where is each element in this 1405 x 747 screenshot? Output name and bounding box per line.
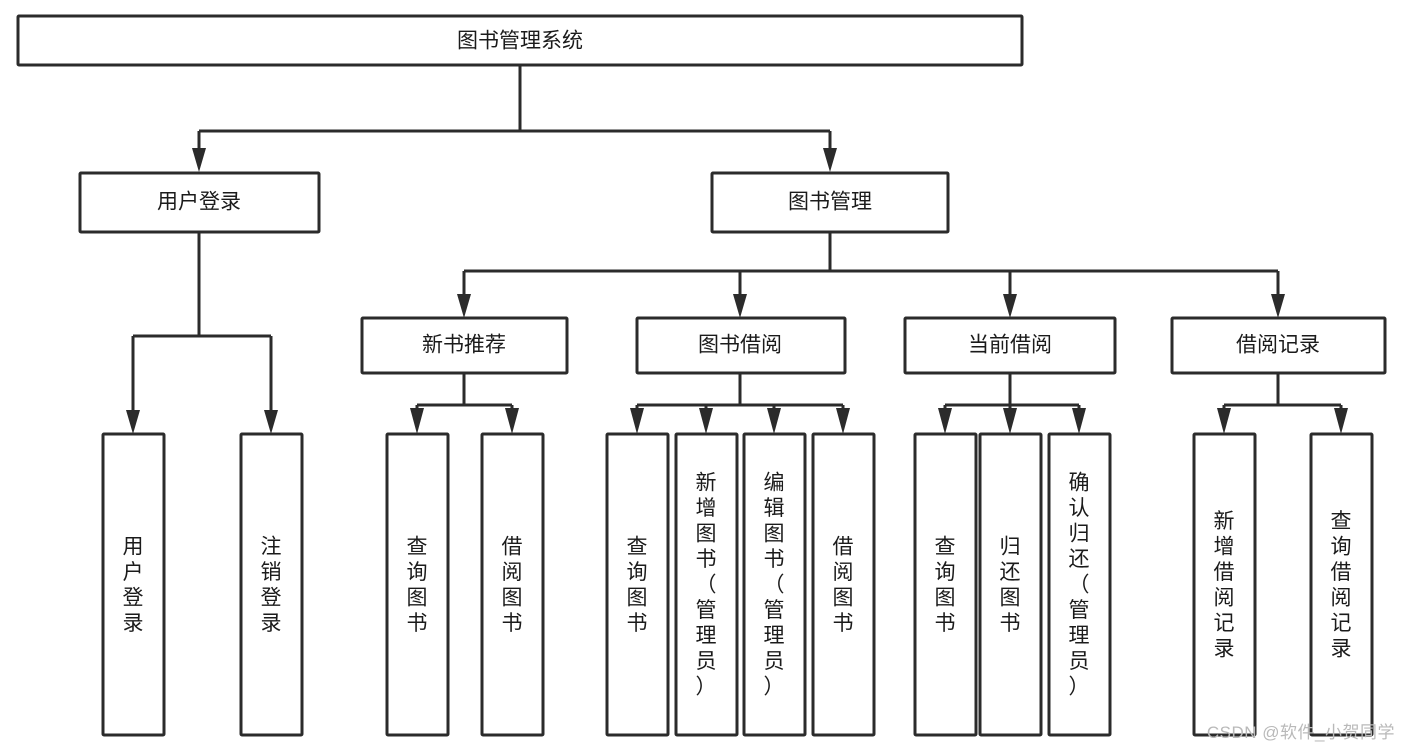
node-user-login-box[interactable] bbox=[78, 171, 321, 234]
node-book-borrow-box[interactable] bbox=[635, 316, 847, 375]
node-leaf-box[interactable] bbox=[605, 432, 670, 737]
arrow-book-borrow-child4 bbox=[836, 408, 850, 434]
node-leaf-box[interactable] bbox=[239, 432, 304, 737]
arrow-new-book-child1 bbox=[410, 408, 424, 434]
node-root-box[interactable] bbox=[16, 14, 1024, 67]
node-leaf-label: 注销登录 bbox=[261, 535, 282, 635]
arrow-borrow-records-child2 bbox=[1334, 408, 1348, 434]
arrow-to-book-manage bbox=[823, 148, 837, 172]
node-leaf-box[interactable] bbox=[1309, 432, 1374, 737]
node-leaf-label: 新增图书（管理员） bbox=[696, 472, 717, 699]
arrow-to-borrow-records bbox=[1271, 294, 1285, 318]
node-leaf-box[interactable] bbox=[1192, 432, 1257, 737]
node-leaf-label: 查询图书 bbox=[935, 535, 956, 635]
node-new-book-label: 新书推荐 bbox=[422, 334, 506, 357]
node-leaf-label: 借阅图书 bbox=[833, 535, 854, 635]
node-leaf-box[interactable] bbox=[811, 432, 876, 737]
node-leaf-label: 查询借阅记录 bbox=[1331, 510, 1352, 661]
node-leaf-box[interactable] bbox=[674, 432, 739, 737]
arrow-to-user-login bbox=[192, 148, 206, 172]
arrow-borrow-records-child1 bbox=[1217, 408, 1231, 434]
arrow-user-login-child1 bbox=[126, 410, 140, 434]
edge-layer bbox=[126, 65, 1348, 434]
arrow-current-borrow-child3 bbox=[1072, 408, 1086, 434]
arrow-current-borrow-child2 bbox=[1003, 408, 1017, 434]
csdn-watermark: CSDN @软件_小贺同学 bbox=[1206, 723, 1395, 742]
arrow-to-book-borrow bbox=[733, 294, 747, 318]
arrow-user-login-child2 bbox=[264, 410, 278, 434]
node-current-borrow-box[interactable] bbox=[903, 316, 1117, 375]
node-book-manage-box[interactable] bbox=[710, 171, 950, 234]
node-leaf-label: 确认归还（管理员） bbox=[1069, 472, 1090, 699]
node-book-borrow-label: 图书借阅 bbox=[698, 334, 782, 357]
node-leaf-box[interactable] bbox=[742, 432, 807, 737]
node-leaf-box[interactable] bbox=[101, 432, 166, 737]
node-leaf-box[interactable] bbox=[480, 432, 545, 737]
node-borrow-records-box[interactable] bbox=[1170, 316, 1387, 375]
node-leaf-label: 借阅图书 bbox=[502, 535, 523, 635]
arrow-new-book-child2 bbox=[505, 408, 519, 434]
arrow-current-borrow-child1 bbox=[938, 408, 952, 434]
node-leaf-label: 编辑图书（管理员） bbox=[764, 472, 785, 699]
node-current-borrow-label: 当前借阅 bbox=[968, 334, 1052, 357]
arrow-to-new-book bbox=[457, 294, 471, 318]
node-leaf-label: 用户登录 bbox=[123, 535, 144, 635]
node-leaf-label: 查询图书 bbox=[627, 535, 648, 635]
arrow-book-borrow-child3 bbox=[767, 408, 781, 434]
node-book-manage-label: 图书管理 bbox=[788, 191, 872, 214]
node-new-book-box[interactable] bbox=[360, 316, 569, 375]
node-leaf-label: 归还图书 bbox=[1000, 535, 1021, 635]
node-leaf-box[interactable] bbox=[913, 432, 978, 737]
node-leaf-box[interactable] bbox=[978, 432, 1043, 737]
node-user-login-label: 用户登录 bbox=[157, 191, 241, 214]
node-leaf-box[interactable] bbox=[385, 432, 450, 737]
node-leaf-label: 新增借阅记录 bbox=[1214, 510, 1235, 661]
node-leaf-box[interactable] bbox=[1047, 432, 1112, 737]
node-borrow-records-label: 借阅记录 bbox=[1236, 334, 1320, 357]
node-leaf-label: 查询图书 bbox=[407, 535, 428, 635]
arrow-to-current-borrow bbox=[1003, 294, 1017, 318]
node-root-label: 图书管理系统 bbox=[457, 30, 583, 53]
arrow-book-borrow-child2 bbox=[699, 408, 713, 434]
arrow-book-borrow-child1 bbox=[630, 408, 644, 434]
node-layer: 图书管理系统 用户登录 图书管理 新书推荐 图书借阅 当前借阅 借阅记录 用户登… bbox=[16, 14, 1387, 737]
